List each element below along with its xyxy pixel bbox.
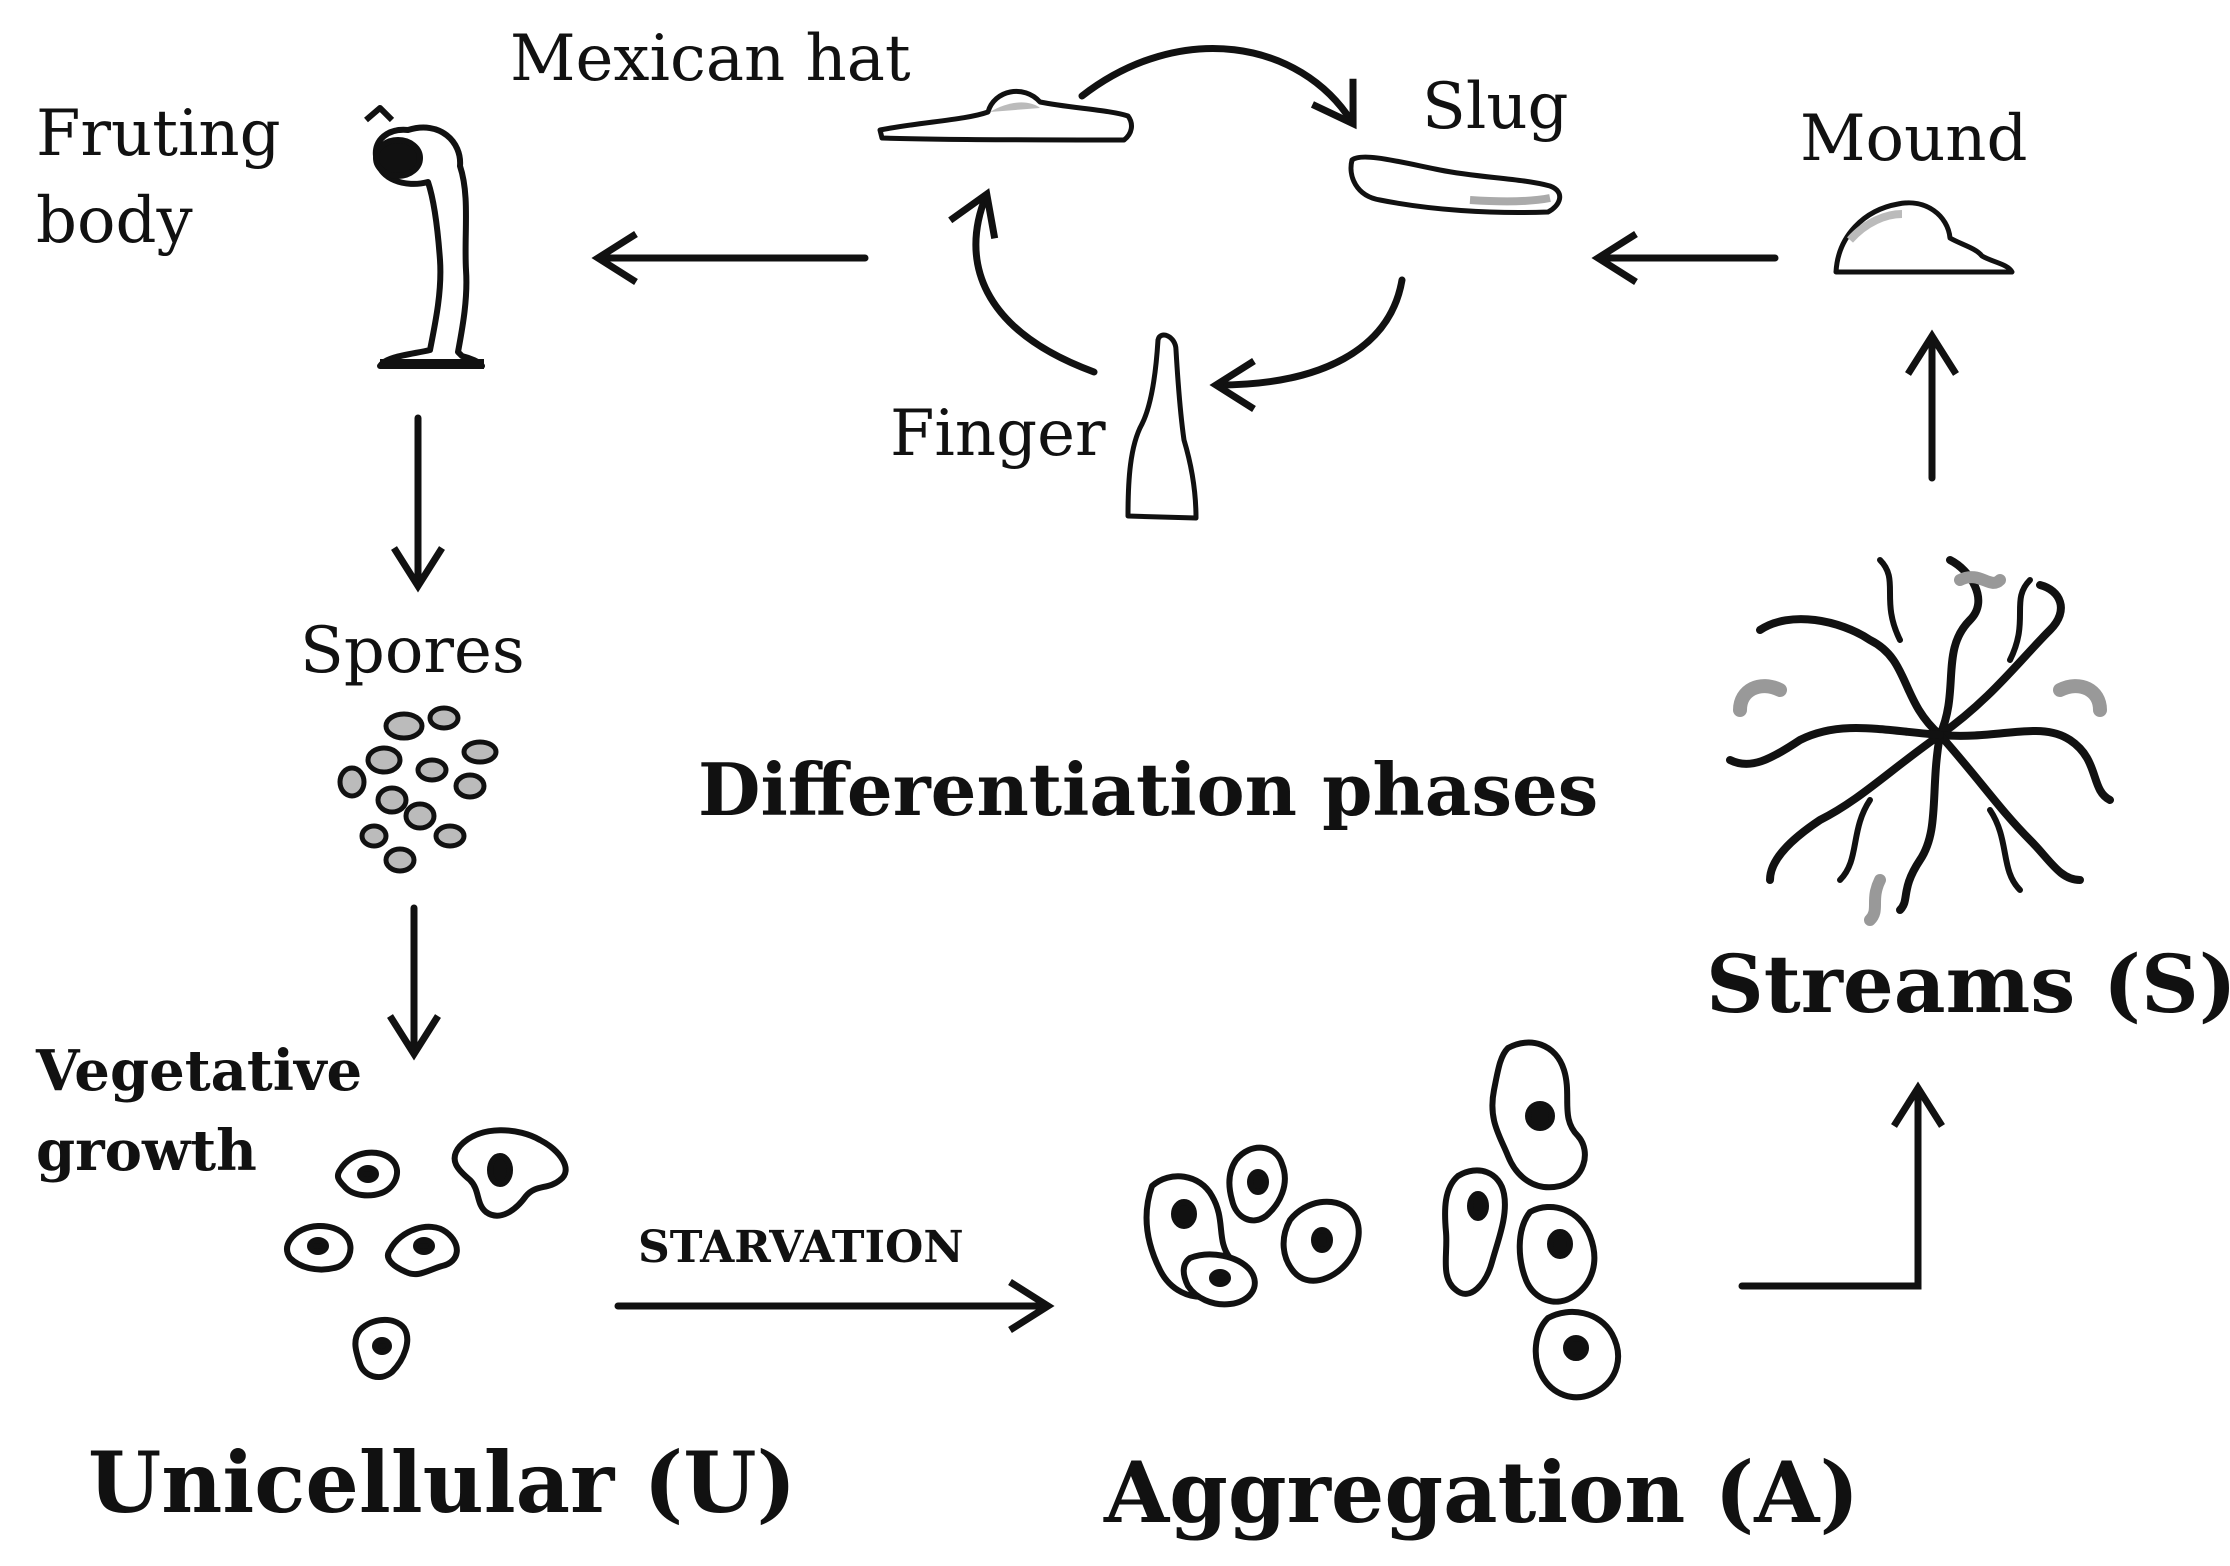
- label-starvation: STARVATION: [638, 1222, 964, 1273]
- arrow-finger-to-hat: [948, 188, 1098, 376]
- label-vegetative-2: growth: [36, 1118, 257, 1184]
- arrow-aggregation-to-streams: [1738, 1081, 1945, 1290]
- label-aggregation: Aggregation (A): [1103, 1443, 1859, 1542]
- fruiting-body-icon: [364, 105, 485, 369]
- finger-icon: [1125, 332, 1199, 521]
- spores-icon: [337, 705, 499, 874]
- slug-icon: [1348, 154, 1563, 215]
- label-fruiting-body-1: Fruting: [36, 97, 281, 171]
- label-mexican-hat: Mexican hat: [510, 22, 911, 96]
- mexican-hat-icon: [877, 89, 1134, 143]
- arrows: [387, 45, 1959, 1333]
- amoeba-cells-icon: [284, 1127, 569, 1381]
- label-vegetative-1: Vegetative: [35, 1038, 362, 1104]
- label-streams: Streams (S): [1706, 937, 2230, 1031]
- label-unicellular: Unicellular (U): [88, 1433, 796, 1532]
- label-mound: Mound: [1800, 102, 2027, 176]
- aggregation-cells-icon: [1143, 1039, 1622, 1401]
- label-slug: Slug: [1422, 70, 1569, 144]
- mound-icon: [1833, 200, 2015, 275]
- arrow-slug-to-finger: [1209, 276, 1406, 412]
- label-differentiation-phases: Differentiation phases: [698, 747, 1598, 832]
- streams-icon: [1726, 556, 2114, 926]
- label-finger: Finger: [890, 397, 1106, 471]
- arrow-hat-to-slug: [1078, 45, 1357, 130]
- label-fruiting-body-2: body: [36, 184, 193, 258]
- label-spores: Spores: [300, 614, 525, 688]
